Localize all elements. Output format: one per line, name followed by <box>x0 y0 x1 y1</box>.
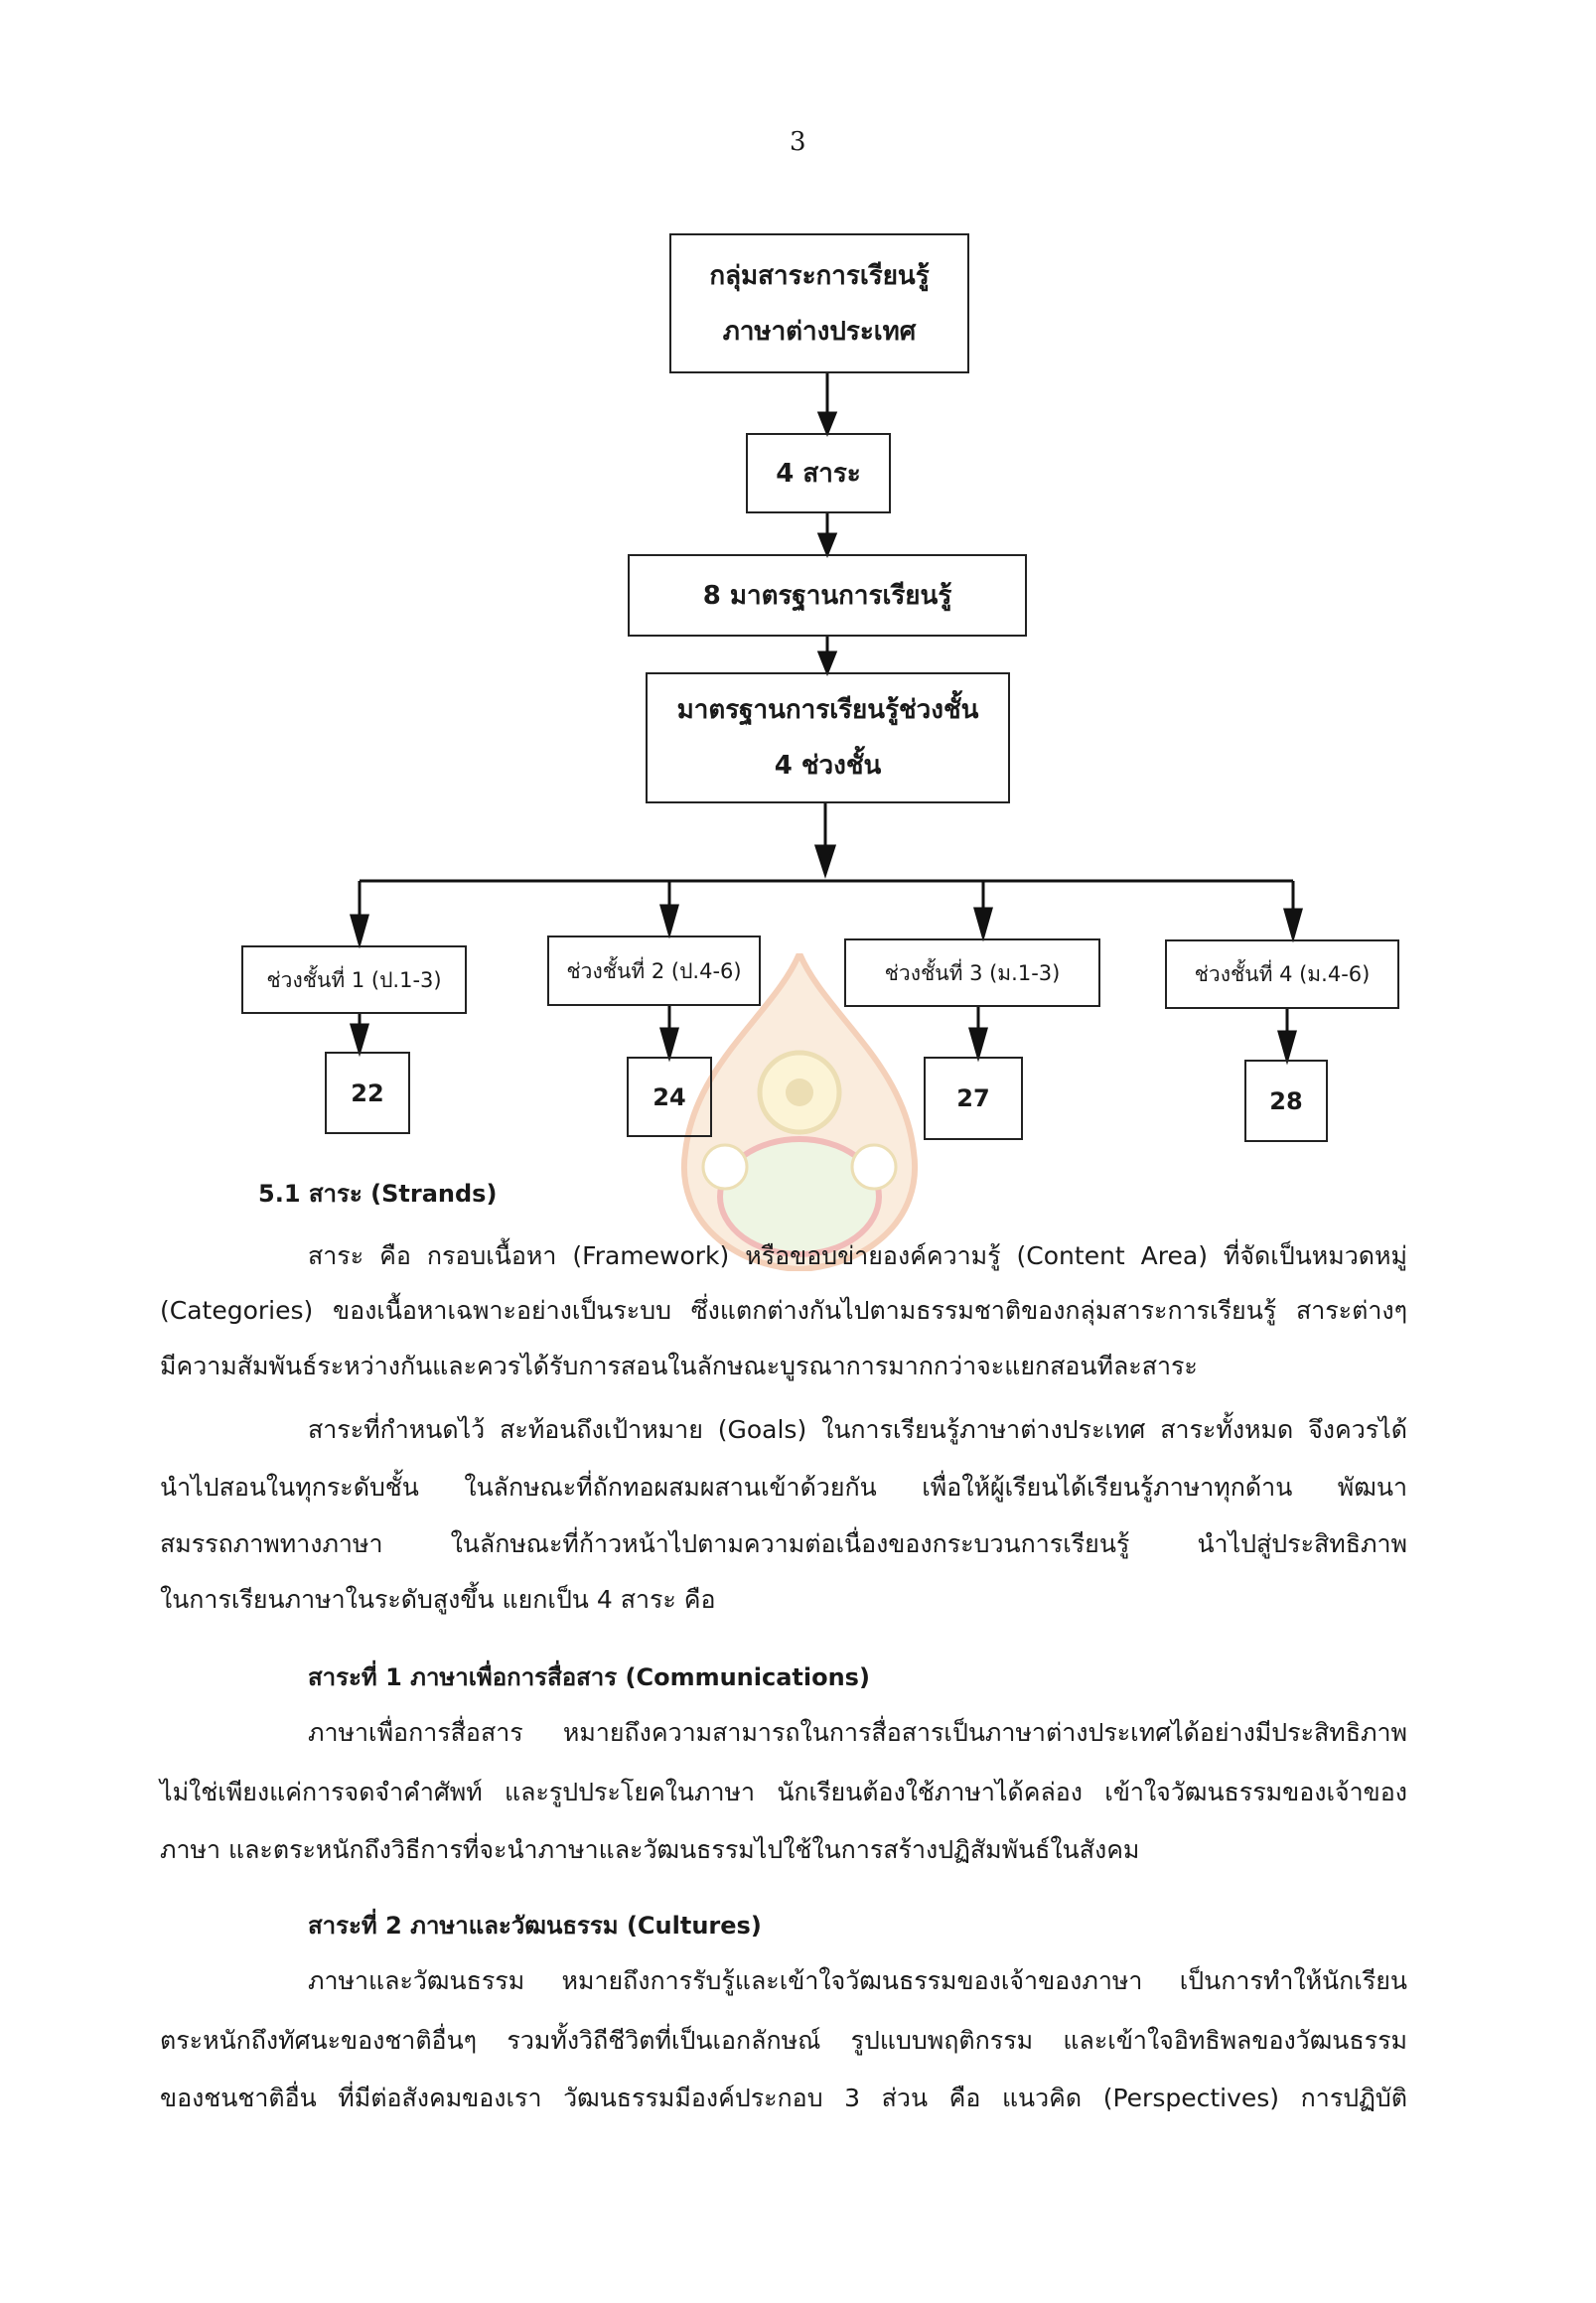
strand2-line: ตระหนักถึงทัศนะของชาติอื่นๆ รวมทั้งวิถีช… <box>160 2026 1407 2055</box>
para1-line: มีความสัมพันธ์ระหว่างกันและควรได้รับการส… <box>160 1352 1198 1380</box>
strand2-line: ของชนชาติอื่น ที่มีต่อสังคมของเรา วัฒนธร… <box>160 2084 1407 2112</box>
root-box: กลุ่มสาระการเรียนรู้ ภาษาต่างประเทศ <box>669 233 969 373</box>
page-number: 3 <box>790 127 806 157</box>
para2-line: ในการเรียนภาษาในระดับสูงขึ้น แยกเป็น 4 ส… <box>160 1585 716 1614</box>
para1-line: สาระ คือ กรอบเนื้อหา (Framework) หรือขอบ… <box>308 1241 1407 1270</box>
level-count-3: 27 <box>924 1057 1023 1140</box>
grade-standards-line-2: 4 ช่วงชั้น <box>774 751 882 781</box>
level-count-4: 28 <box>1244 1060 1328 1142</box>
strand1-heading: สาระที่ 1 ภาษาเพื่อการสื่อสาร (Communica… <box>308 1663 870 1691</box>
level-count-1: 22 <box>325 1052 410 1134</box>
level-box-4: ช่วงชั้นที่ 4 (ม.4-6) <box>1165 939 1399 1009</box>
strand1-line: ภาษา และตระหนักถึงวิธีการที่จะนำภาษาและว… <box>160 1835 1140 1864</box>
para1-line: (Categories) ของเนื้อหาเฉพาะอย่างเป็นระบ… <box>160 1296 1407 1325</box>
section-heading: 5.1 สาระ (Strands) <box>258 1180 498 1208</box>
level-box-1: ช่วงชั้นที่ 1 (ป.1-3) <box>241 945 467 1014</box>
standards-box: 8 มาตรฐานการเรียนรู้ <box>628 554 1027 637</box>
level-box-2: ช่วงชั้นที่ 2 (ป.4-6) <box>547 936 761 1006</box>
para2-line: สมรรถภาพทางภาษา ในลักษณะที่ก้าวหน้าไปตาม… <box>160 1529 1407 1558</box>
level-count-2: 24 <box>627 1057 712 1137</box>
root-line-2: ภาษาต่างประเทศ <box>722 316 917 347</box>
grade-standards-box: มาตรฐานการเรียนรู้ช่วงชั้น 4 ช่วงชั้น <box>646 672 1010 803</box>
strand1-line: ภาษาเพื่อการสื่อสาร หมายถึงความสามารถในก… <box>308 1718 1407 1747</box>
level-box-3: ช่วงชั้นที่ 3 (ม.1-3) <box>844 938 1100 1007</box>
root-line-1: กลุ่มสาระการเรียนรู้ <box>709 260 930 291</box>
strand1-line: ไม่ใช่เพียงแค่การจดจำคำศัพท์ และรูปประโย… <box>160 1778 1407 1806</box>
strand2-heading: สาระที่ 2 ภาษาและวัฒนธรรม (Cultures) <box>308 1912 762 1940</box>
grade-standards-line-1: มาตรฐานการเรียนรู้ช่วงชั้น <box>676 695 979 725</box>
strand2-line: ภาษาและวัฒนธรรม หมายถึงการรับรู้และเข้าใ… <box>308 1966 1407 1995</box>
para2-line: นำไปสอนในทุกระดับชั้น ในลักษณะที่ถักทอผส… <box>160 1473 1407 1502</box>
seal-watermark-icon <box>680 953 919 1271</box>
para2-line: สาระที่กำหนดไว้ สะท้อนถึงเป้าหมาย (Goals… <box>308 1415 1407 1444</box>
diagram-connectors <box>349 372 1303 1066</box>
strands-box: 4 สาระ <box>746 433 891 513</box>
